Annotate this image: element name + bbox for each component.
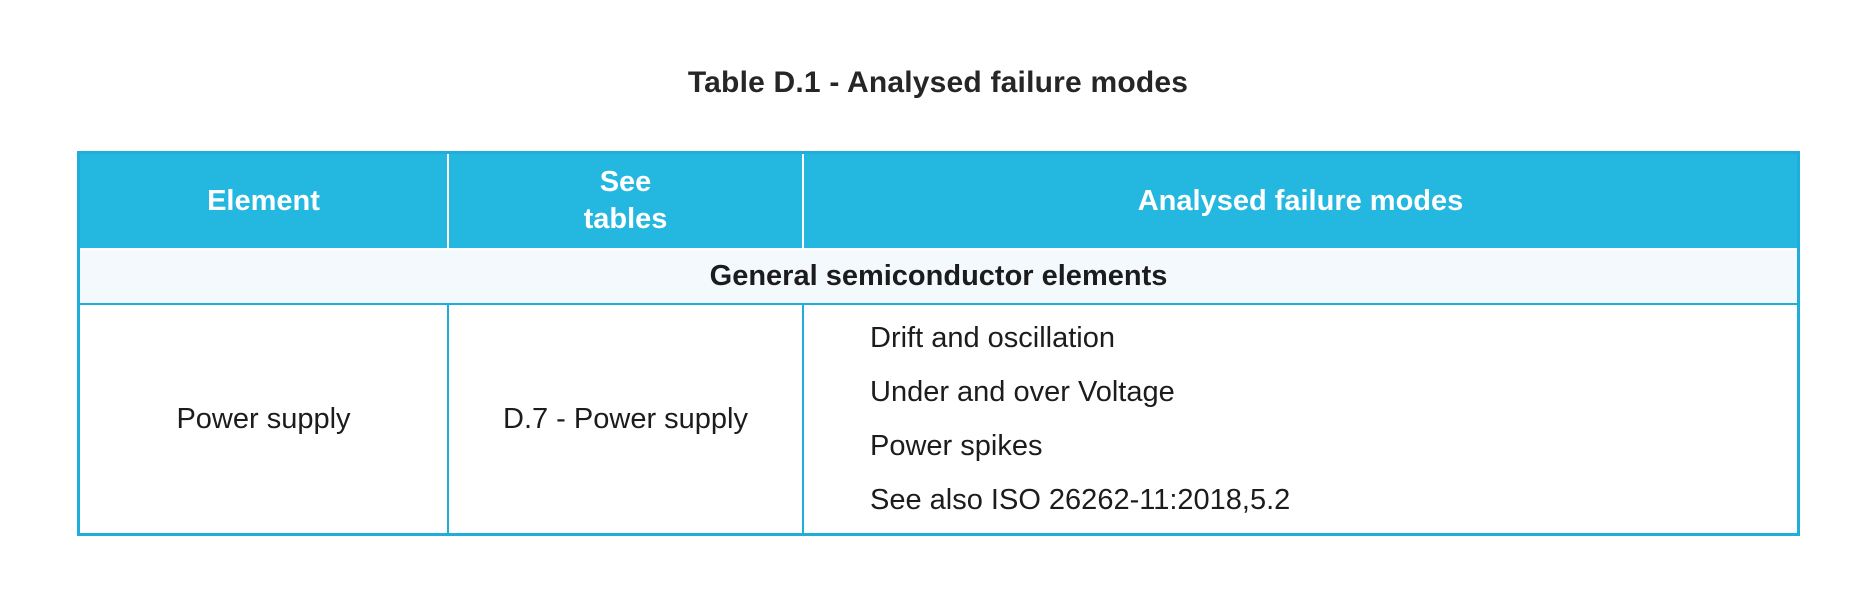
section-header-general-semiconductor-elements: General semiconductor elements — [80, 248, 1797, 305]
cell-element: Power supply — [80, 305, 449, 533]
column-header-element: Element — [80, 154, 449, 248]
cell-analysed-failure-modes: Drift and oscillation Under and over Vol… — [804, 305, 1797, 533]
column-header-see-tables: See tables — [449, 154, 804, 248]
failure-mode-item: Power spikes — [870, 430, 1043, 462]
failure-mode-item: See also ISO 26262-11:2018,5.2 — [870, 484, 1291, 516]
column-header-analysed-failure-modes: Analysed failure modes — [804, 154, 1797, 248]
table-header-row: Element See tables Analysed failure mode… — [80, 154, 1797, 248]
failure-mode-item: Under and over Voltage — [870, 376, 1175, 408]
failure-modes-table: Element See tables Analysed failure mode… — [77, 151, 1800, 536]
section-header-row: General semiconductor elements — [80, 248, 1797, 305]
table-row: Power supply D.7 - Power supply Drift an… — [80, 305, 1797, 533]
table-title: Table D.1 - Analysed failure modes — [687, 66, 1189, 99]
cell-see-tables: D.7 - Power supply — [449, 305, 804, 533]
failure-mode-item: Drift and oscillation — [870, 322, 1115, 354]
